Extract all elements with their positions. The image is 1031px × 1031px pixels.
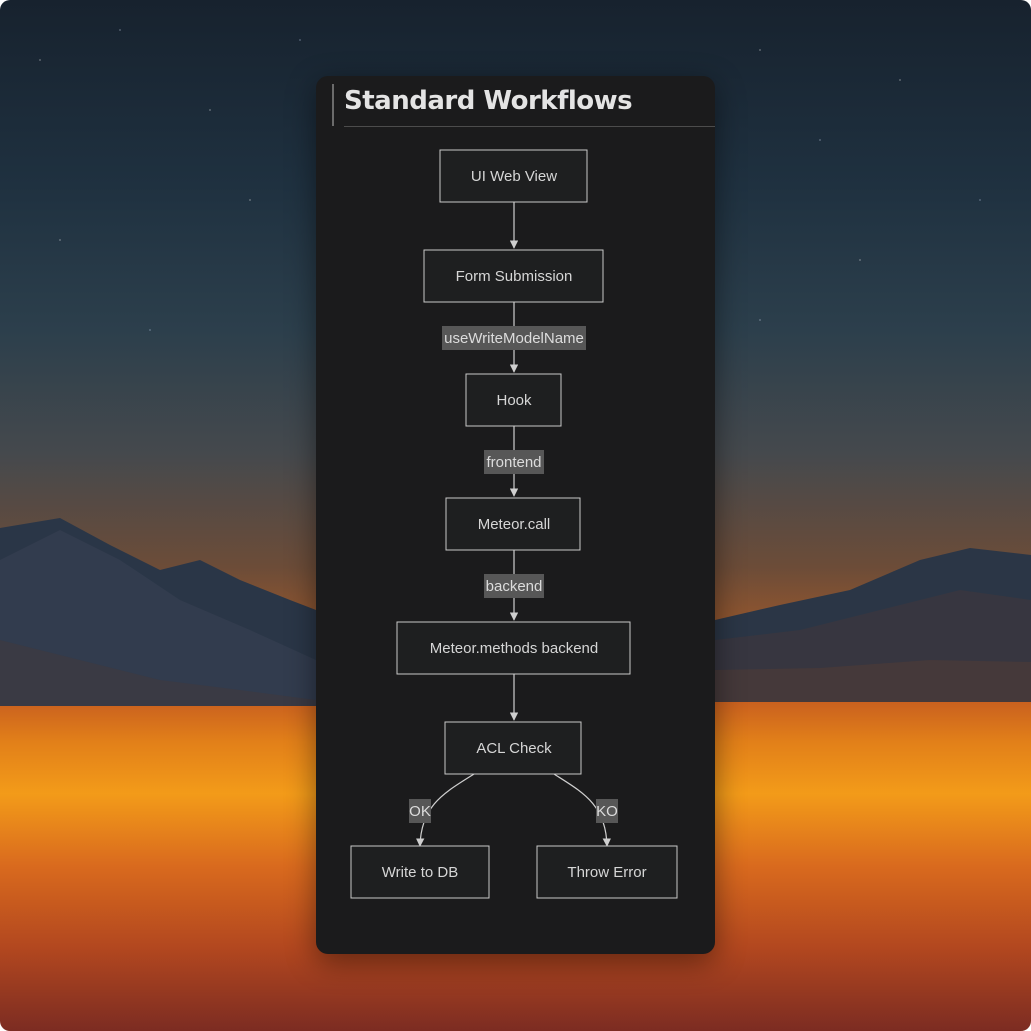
edge-label-backend: backend <box>484 574 544 598</box>
svg-text:backend: backend <box>486 578 543 595</box>
card-title: Standard Workflows <box>344 86 633 116</box>
svg-text:useWriteModelName: useWriteModelName <box>444 330 584 347</box>
flowchart: useWriteModelName frontend backend OK KO <box>350 149 678 899</box>
svg-text:Hook: Hook <box>496 392 532 409</box>
svg-text:Meteor.call: Meteor.call <box>478 516 551 533</box>
node-write-to-db: Write to DB <box>350 845 490 899</box>
svg-text:Throw Error: Throw Error <box>567 864 646 881</box>
svg-text:Write to DB: Write to DB <box>382 864 458 881</box>
node-meteor-call: Meteor.call <box>445 497 581 551</box>
node-throw-error: Throw Error <box>536 845 678 899</box>
svg-text:Meteor.methods backend: Meteor.methods backend <box>430 640 598 657</box>
svg-text:Form Submission: Form Submission <box>456 268 573 285</box>
node-meteor-methods-backend: Meteor.methods backend <box>396 621 631 675</box>
edge-label-ko: KO <box>596 799 618 823</box>
edge-label-ok: OK <box>409 799 431 823</box>
edge-acl-to-write <box>415 773 475 847</box>
node-acl-check: ACL Check <box>444 721 582 775</box>
svg-text:frontend: frontend <box>486 454 541 471</box>
svg-text:OK: OK <box>409 803 431 820</box>
node-hook: Hook <box>465 373 562 427</box>
title-divider <box>344 126 715 127</box>
node-form-submission: Form Submission <box>423 249 604 303</box>
svg-text:KO: KO <box>596 803 618 820</box>
edge-label-usewritemodelname: useWriteModelName <box>442 326 586 350</box>
svg-text:ACL Check: ACL Check <box>476 740 552 757</box>
svg-text:UI Web View: UI Web View <box>471 168 557 185</box>
node-ui-web-view: UI Web View <box>439 149 588 203</box>
workflow-card: Standard Workflows useWriteModelName <box>316 76 715 954</box>
edge-label-frontend: frontend <box>484 450 544 474</box>
title-accent-bar <box>332 84 334 126</box>
edge-acl-to-error <box>553 773 612 847</box>
